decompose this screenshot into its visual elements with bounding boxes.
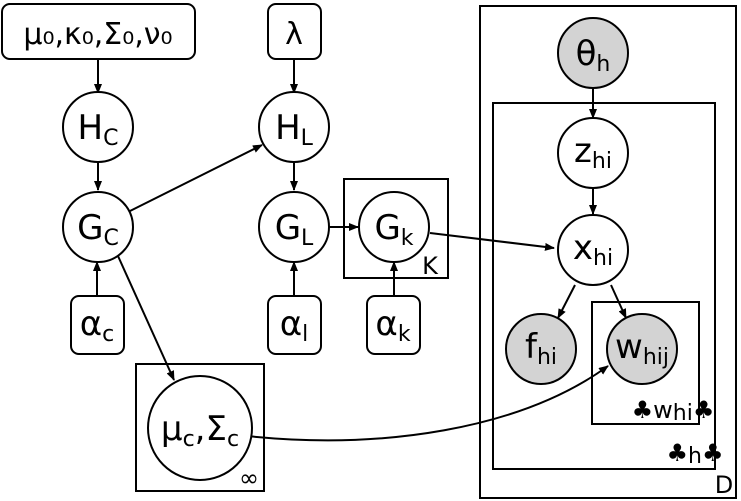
node-f: [505, 313, 577, 385]
hyperparameter-base-text: μ₀,κ₀,Σ₀,ν₀: [23, 17, 172, 52]
node-f-label: fhi: [525, 327, 557, 370]
node-w: [606, 313, 678, 385]
plate-K: [343, 178, 449, 279]
node-x-label: xhi: [573, 228, 613, 271]
hyperparameter-alpha-c-text: αc: [80, 304, 115, 347]
node-muSigma-label: μc,Σc: [161, 409, 239, 452]
hyperparameter-alpha-l-text: αl: [280, 304, 309, 347]
edge-GC-to-muSigma: [117, 255, 175, 381]
plate-h-label: ♣h♣: [667, 439, 724, 469]
node-GC: [62, 191, 134, 263]
hyperparameter-alpha-k-text: αk: [375, 304, 410, 347]
plate-infinity: [135, 363, 265, 492]
node-theta: [557, 17, 629, 89]
node-theta-label: θh: [576, 34, 611, 77]
node-z-label: zhi: [574, 131, 612, 174]
plate-h: [492, 102, 716, 470]
node-z: [557, 117, 629, 189]
hyperparameter-lambda-text: λ: [285, 17, 303, 52]
node-GC-label: GC: [77, 208, 119, 251]
node-GL: [258, 191, 330, 263]
edge-muSigma-to-w: [246, 365, 609, 442]
node-muSigma: [147, 375, 253, 481]
plate-D-label: D: [715, 471, 733, 499]
node-Gk: [358, 191, 430, 263]
node-HC-label: HC: [78, 108, 119, 151]
node-HL-label: HL: [275, 108, 314, 151]
plate-infinity-label: ∞: [239, 464, 259, 492]
node-GL-label: GL: [275, 208, 314, 251]
plate-hi-label: ♣whi♣: [632, 396, 715, 426]
edge-Gk-to-x: [429, 232, 555, 251]
edge-GC-to-HL: [129, 144, 263, 212]
node-x: [557, 214, 629, 286]
plate-K-label: K: [422, 252, 439, 280]
node-w-label: whij: [615, 327, 669, 370]
plate-hi: [591, 301, 700, 425]
edge-x-to-w: [610, 284, 627, 319]
edge-x-to-f: [557, 284, 576, 319]
plate-D: [479, 5, 737, 499]
node-Gk-label: Gk: [374, 208, 413, 251]
node-HC: [62, 91, 134, 163]
node-HL: [258, 91, 330, 163]
